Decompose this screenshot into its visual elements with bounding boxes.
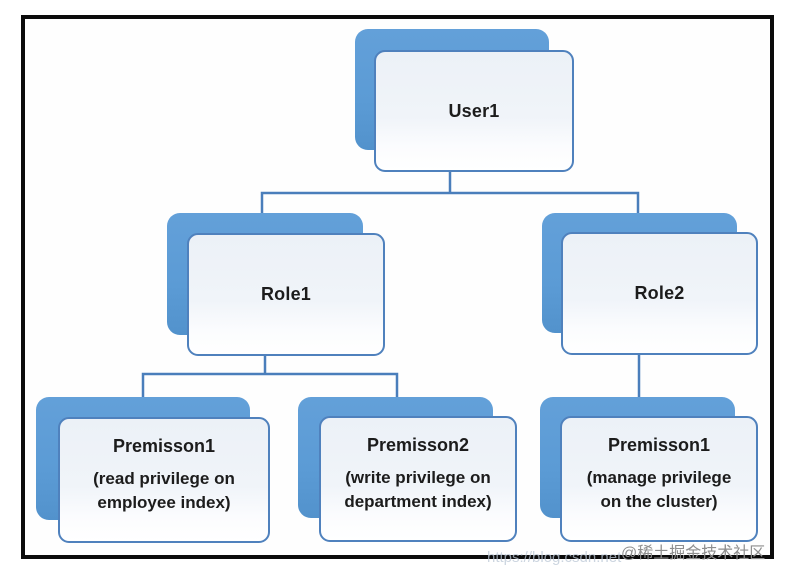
node-role2-label: Role2 [634,283,685,303]
node-perm3-title: Premisson1 [607,434,711,455]
node-perm2-box: Premisson2 (write privilege on departmen… [319,416,517,542]
node-user1-label: User1 [448,100,500,121]
node-user1-box: User1 [374,50,574,172]
node-role2-box: Role2 [561,232,758,355]
node-perm1-title: Premisson1 [112,435,216,456]
node-perm1-desc: (read privilege on employee index) [93,468,235,512]
node-perm3-desc: (manage privilege on the cluster) [586,467,732,511]
watermark-url: https://blog.csdn.net [487,549,622,566]
node-role1-box: Role1 [187,233,385,356]
node-perm2-desc: (write privilege on department index) [344,467,492,511]
node-perm1-box: Premisson1 (read privilege on employee i… [58,417,270,543]
node-role1-label: Role1 [260,284,312,304]
node-perm2-title: Premisson2 [366,434,470,455]
watermark-community: @稀土掘金技术社区 [621,545,766,562]
node-perm3-box: Premisson1 (manage privilege on the clus… [560,416,758,542]
